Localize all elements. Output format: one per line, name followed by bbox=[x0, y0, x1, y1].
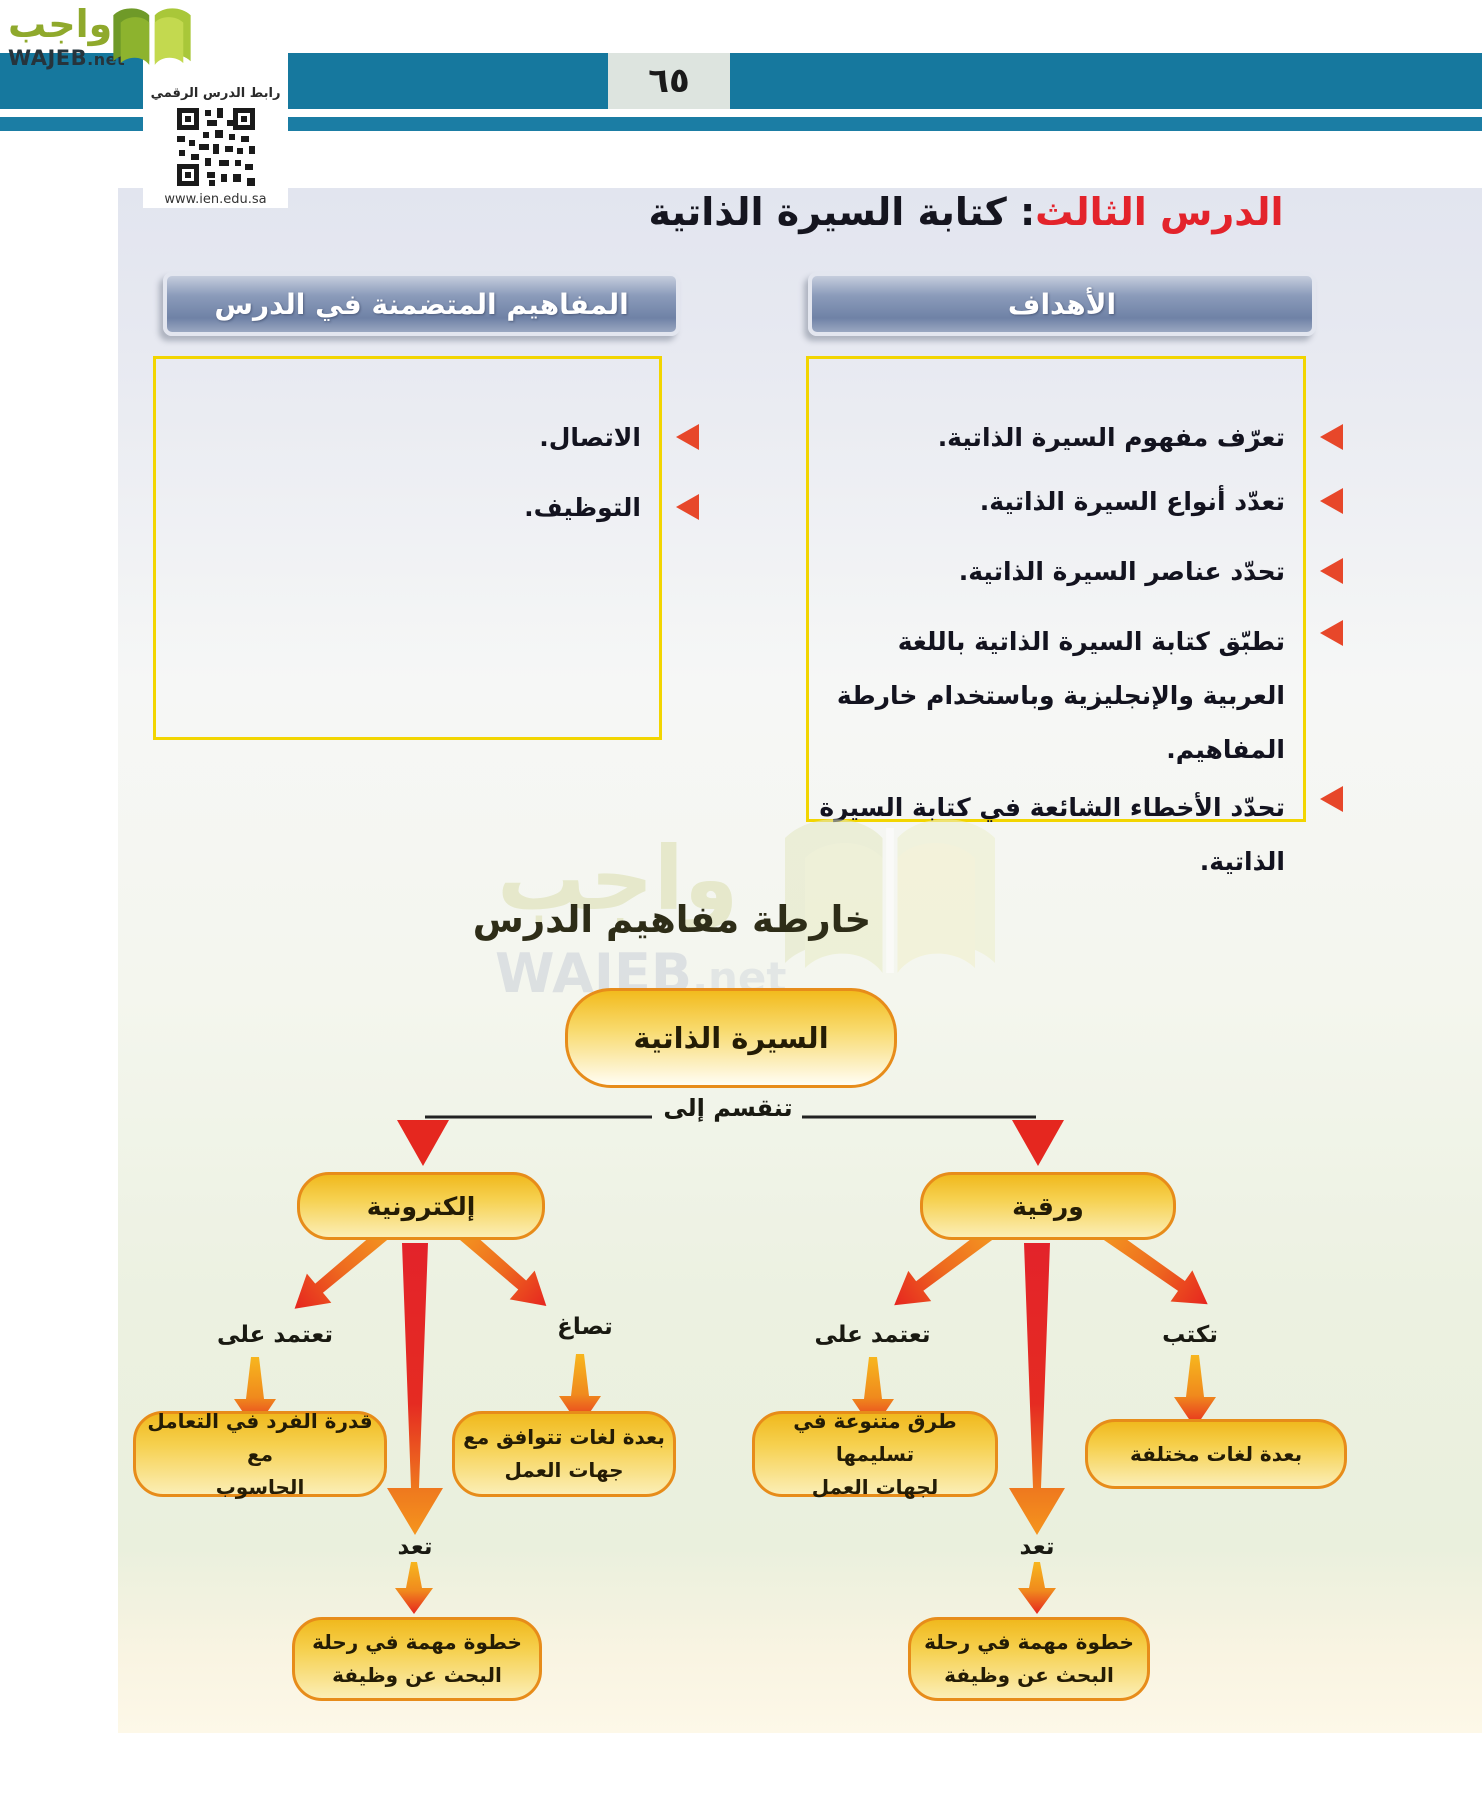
bullet-arrow-icon bbox=[676, 424, 699, 450]
concepts-header-label: المفاهيم المتضمنة في الدرس bbox=[214, 287, 629, 321]
map-node-electronic: إلكترونية bbox=[297, 1172, 545, 1240]
concepts-box: الاتصال. التوظيف. bbox=[153, 356, 699, 740]
map-node-important-step-left: خطوة مهمة في رحلة البحث عن وظيفة bbox=[292, 1617, 542, 1701]
bullet-arrow-icon bbox=[1320, 786, 1343, 812]
map-relation-label: تكتب bbox=[1162, 1322, 1218, 1348]
bullet-arrow-icon bbox=[1320, 424, 1343, 450]
map-relation-label: تعد bbox=[397, 1534, 433, 1560]
map-node-compatible-languages: بعدة لغات تتوافق مع جهات العمل bbox=[452, 1411, 676, 1497]
header-teal-stripe bbox=[0, 117, 1482, 131]
concept-map-title: خارطة مفاهيم الدرس bbox=[472, 898, 872, 941]
objectives-header-bar: الأهداف bbox=[808, 272, 1316, 336]
map-node-computer-skill: قدرة الفرد في التعامل مع الحاسوب bbox=[133, 1409, 387, 1499]
bullet-arrow-icon bbox=[676, 494, 699, 520]
concepts-header-bar: المفاهيم المتضمنة في الدرس bbox=[163, 272, 680, 336]
objective-item: تحدّد عناصر السيرة الذاتية. bbox=[809, 553, 1343, 591]
bullet-arrow-icon bbox=[1320, 620, 1343, 646]
wajeb-logo: واجب WAJEB.net bbox=[6, 4, 206, 76]
objective-item: تحدّد الأخطاء الشائعة في كتابة السيرة ال… bbox=[809, 781, 1343, 889]
qr-label: رابط الدرس الرقمي bbox=[150, 86, 281, 101]
map-node-root: السيرة الذاتية bbox=[565, 988, 897, 1088]
objective-item: تطبّق كتابة السيرة الذاتية باللغة العربي… bbox=[809, 615, 1343, 777]
lesson-title-subject: : كتابة السيرة الذاتية bbox=[648, 190, 1036, 234]
qr-code-icon bbox=[172, 104, 259, 190]
map-split-label: تنقسم إلى bbox=[663, 1094, 793, 1122]
concept-item: الاتصال. bbox=[156, 419, 699, 457]
objective-item: تعدّد أنواع السيرة الذاتية. bbox=[809, 483, 1343, 521]
page-number: ٦٥ bbox=[608, 53, 730, 109]
map-node-important-step-right: خطوة مهمة في رحلة البحث عن وظيفة bbox=[908, 1617, 1150, 1701]
map-relation-label: تعد bbox=[1019, 1534, 1055, 1560]
open-book-icon bbox=[113, 8, 191, 65]
map-relation-label: تصاغ bbox=[557, 1314, 613, 1340]
qr-url: www.ien.edu.sa bbox=[164, 192, 267, 207]
page-number-text: ٦٥ bbox=[648, 61, 690, 101]
concept-item: التوظيف. bbox=[156, 489, 699, 527]
map-node-paper: ورقية bbox=[920, 1172, 1176, 1240]
objectives-header-label: الأهداف bbox=[1007, 287, 1117, 321]
lesson-title: الدرس الثالث: كتابة السيرة الذاتية bbox=[520, 186, 1412, 238]
map-relation-label: تعتمد على bbox=[216, 1322, 334, 1348]
bullet-arrow-icon bbox=[1320, 558, 1343, 584]
bullet-arrow-icon bbox=[1320, 488, 1343, 514]
qr-panel: رابط الدرس الرقمي www.ien.edu.sa bbox=[143, 0, 288, 208]
map-relation-label: تعتمد على bbox=[814, 1322, 931, 1348]
map-node-different-languages: بعدة لغات مختلفة bbox=[1085, 1419, 1347, 1489]
lesson-title-number: الدرس الثالث bbox=[1035, 190, 1284, 234]
objectives-box: تعرّف مفهوم السيرة الذاتية. تعدّد أنواع … bbox=[806, 356, 1343, 876]
wajeb-logo-latin: WAJEB.net bbox=[8, 46, 126, 70]
objective-item: تعرّف مفهوم السيرة الذاتية. bbox=[809, 419, 1343, 457]
wajeb-logo-arabic: واجب bbox=[8, 2, 113, 46]
map-node-delivery-methods: طرق متنوعة في تسليمها لجهات العمل bbox=[752, 1409, 998, 1499]
